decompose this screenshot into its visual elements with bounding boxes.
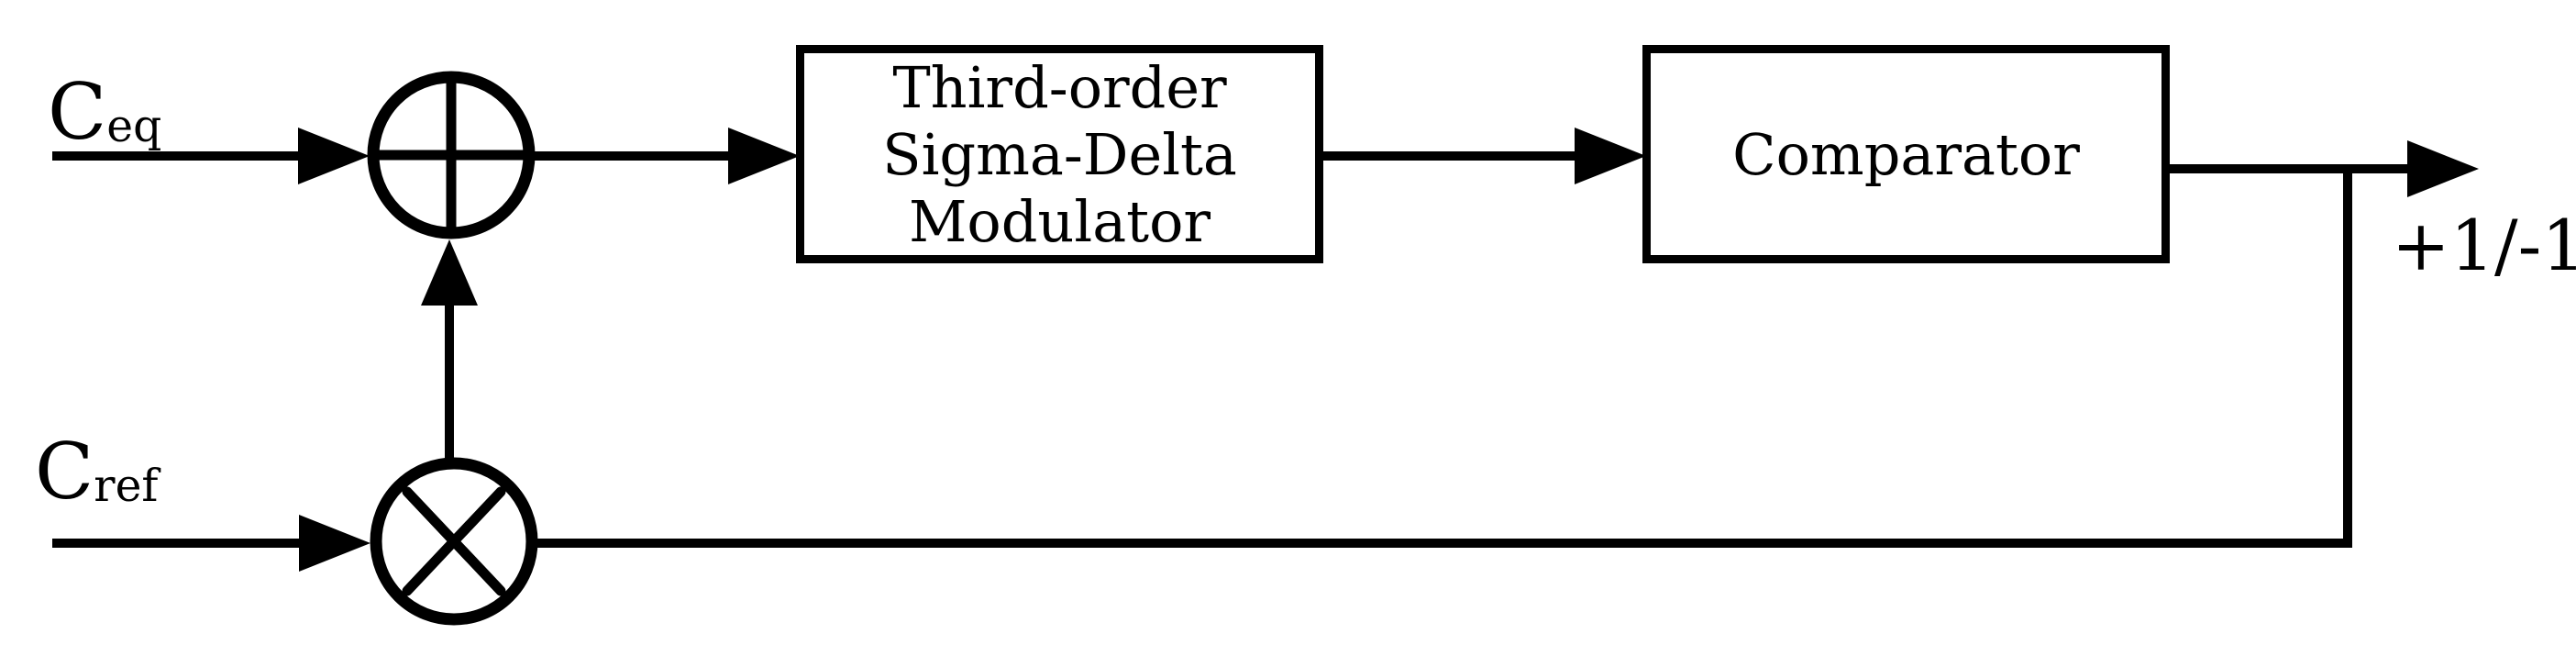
cref-label: Cref [35,433,158,510]
ceq-label: Ceq [48,73,161,150]
cref-label-subscript: ref [94,460,159,512]
modulator-block: Third-order Sigma-Delta Modulator [796,45,1323,263]
summer-to-modulator-arrowhead [728,128,800,184]
ceq-label-base: C [48,67,107,157]
ceq-input-arrowhead [298,128,370,184]
feedback-line [534,165,2352,548]
cref-input-arrowhead [299,515,370,572]
multiplier-to-summer-arrowhead [421,239,478,306]
modulator-label-line2: Sigma-Delta [882,120,1237,188]
output-value-label: +1/-1 [2392,205,2576,286]
modulator-to-comparator-arrowhead [1575,128,1646,184]
times-symbol-stroke-2 [402,486,506,596]
multiplier-circle [370,457,538,626]
comparator-label: Comparator [1732,120,2080,188]
comparator-block: Comparator [1642,45,2170,263]
ceq-label-subscript: eq [106,100,162,152]
modulator-label-line1: Third-order [892,53,1227,121]
output-arrowhead [2407,140,2479,197]
modulator-label-line3: Modulator [908,187,1211,255]
cref-label-base: C [35,427,94,517]
